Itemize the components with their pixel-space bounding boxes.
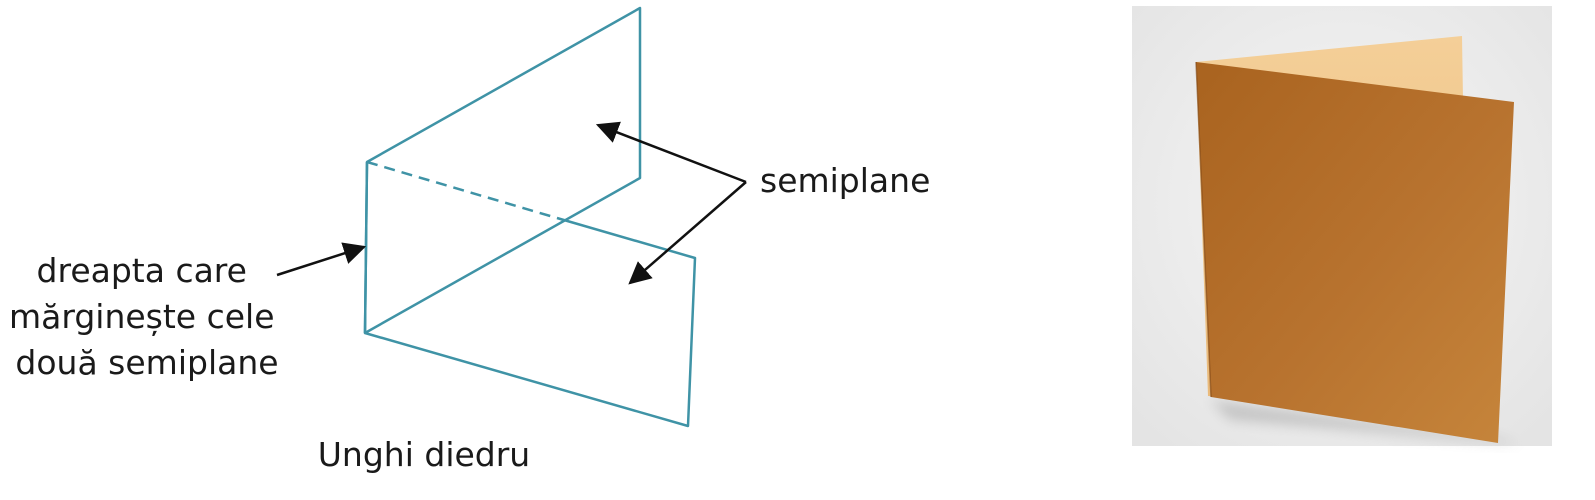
common-edge-line (363, 161, 369, 334)
upper-half-plane (363, 6, 642, 335)
lower-half-plane (364, 216, 697, 428)
edge-label-line-3: două semiplane (15, 343, 278, 382)
arrow-to-upper-half-plane (595, 121, 747, 184)
arrow-to-lower-half-plane (628, 181, 747, 285)
edge-label-line-2: mărginește cele (9, 297, 275, 336)
figure-caption: Unghi diedru (318, 435, 530, 474)
edge-label-line-1: dreapta care (37, 251, 247, 290)
card-front-panel (1196, 62, 1514, 443)
halfplanes-label: semiplane (760, 161, 930, 200)
card-fold-line (1195, 61, 1212, 398)
arrow-to-common-edge (276, 242, 367, 277)
dihedral-drawing (363, 6, 697, 428)
edge-label: dreapta care mărginește cele două semipl… (9, 251, 285, 382)
annotation-arrows (276, 121, 747, 285)
folded-card-photo (1132, 6, 1552, 446)
lower-half-plane-hidden-edge (366, 160, 558, 220)
